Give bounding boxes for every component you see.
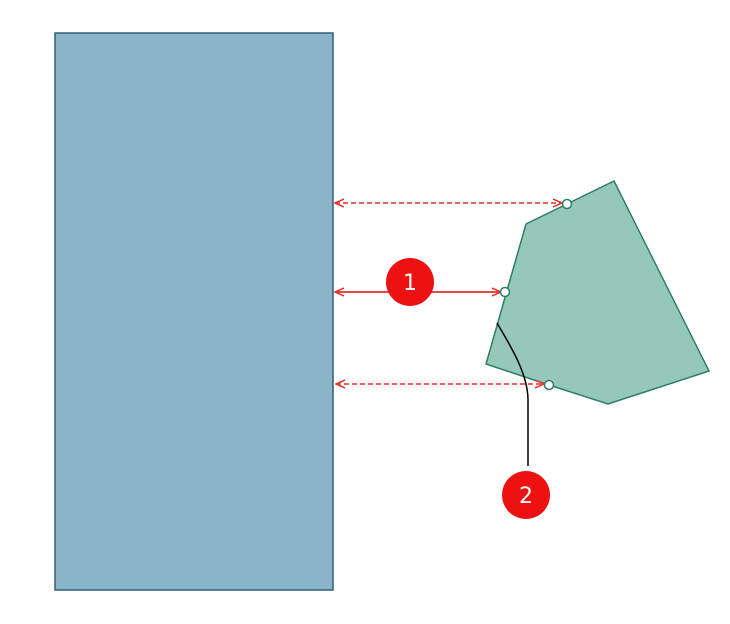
badge-2-label: 2 [519, 484, 533, 509]
blue-rectangle [54, 32, 334, 591]
badge-1: 1 [386, 258, 434, 306]
vertex-marker-top [561, 198, 573, 210]
badge-2: 2 [502, 471, 550, 519]
vertex-marker-bottom [543, 379, 555, 391]
leader-line [496, 322, 529, 466]
badge-1-label: 1 [403, 271, 417, 296]
green-polygon [485, 179, 711, 405]
vertex-marker-middle [499, 286, 511, 298]
